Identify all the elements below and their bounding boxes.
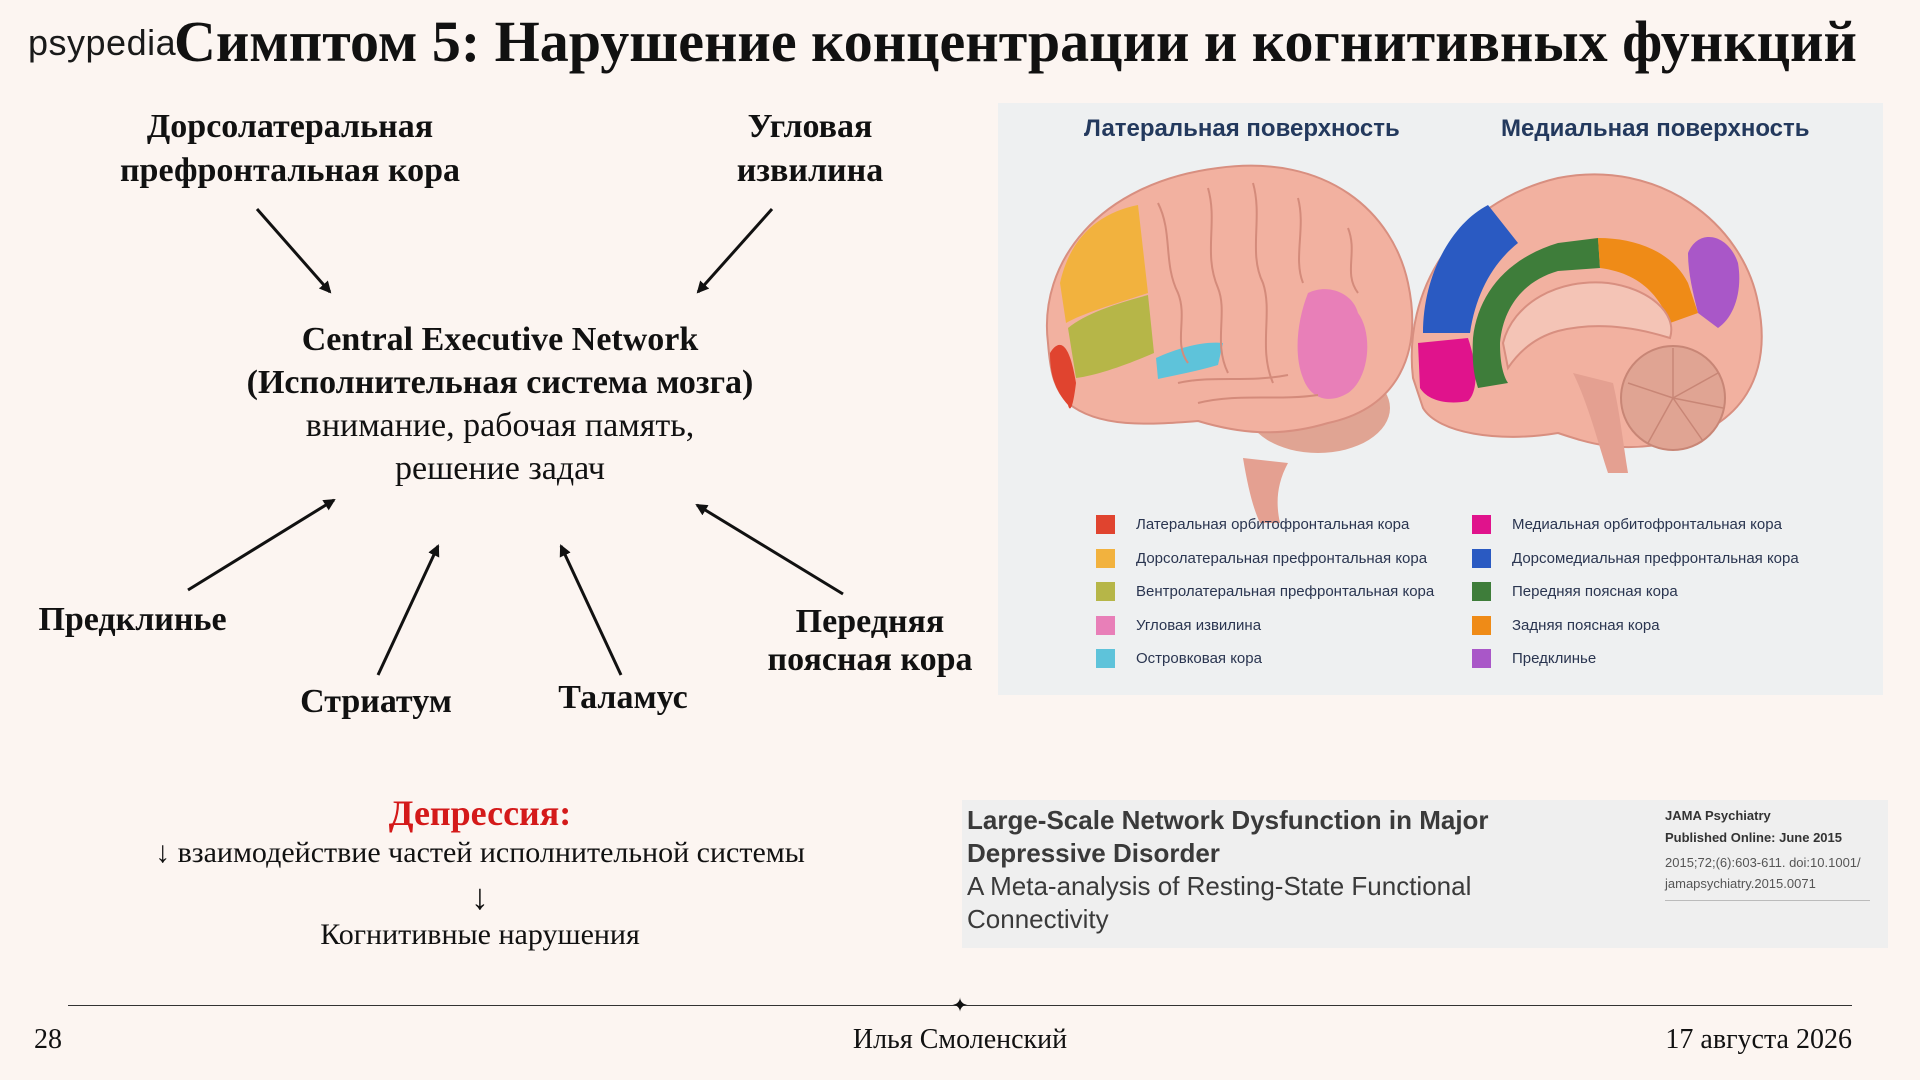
- node-striatum: Стриатум: [300, 683, 452, 720]
- node-angular-line2: извилина: [736, 152, 884, 189]
- legend-item: Дорсомедиальная префронтальная кора: [1472, 542, 1799, 576]
- paper-published: Published Online: June 2015: [1665, 830, 1842, 845]
- legend-swatch: [1472, 582, 1491, 602]
- node-anterior-cingulate: Передняя поясная кора: [750, 603, 990, 679]
- footer-star-icon: ✦: [951, 995, 969, 1017]
- cen-functions-2: решение задач: [395, 450, 605, 487]
- depression-arrow: ↓: [471, 877, 489, 917]
- legend-label: Дорсолатеральная префронтальная кора: [1136, 549, 1428, 567]
- legend-item: Латеральная орбитофронтальная кора: [1096, 508, 1434, 542]
- central-executive-network: Central Executive Network (Исполнительна…: [190, 318, 810, 490]
- legend-item: Передняя поясная кора: [1472, 575, 1799, 609]
- page-title: Симптом 5: Нарушение концентрации и когн…: [174, 9, 1857, 74]
- arrow-dlpfc: [255, 208, 332, 294]
- cen-name-en: Central Executive Network: [301, 321, 699, 358]
- depression-line-2: Когнитивные нарушения: [320, 918, 640, 951]
- legend-swatch: [1472, 615, 1491, 635]
- legend-item: Островковая кора: [1096, 642, 1434, 676]
- node-angular-line1: Угловая: [747, 108, 873, 145]
- medial-surface-heading: Медиальная поверхность: [1501, 115, 1810, 142]
- depression-title: Депрессия:: [388, 793, 572, 833]
- node-precuneus: Предклинье: [38, 601, 227, 638]
- legend-swatch: [1472, 515, 1491, 535]
- legend-swatch: [1096, 515, 1115, 535]
- arrow-precuneus: [187, 498, 336, 592]
- medial-brain-image: [1410, 173, 1763, 473]
- node-acc-line2: поясная кора: [767, 641, 973, 678]
- legend-item: Дорсолатеральная префронтальная кора: [1096, 542, 1434, 576]
- footer-date: 17 августа 2026: [1665, 1024, 1852, 1055]
- legend-item: Вентролатеральная префронтальная кора: [1096, 575, 1434, 609]
- legend-label: Медиальная орбитофронтальная кора: [1512, 516, 1782, 534]
- arrow-layer: [187, 208, 844, 676]
- legend-label: Задняя поясная кора: [1512, 616, 1660, 634]
- node-dlpfc-line1: Дорсолатеральная: [146, 108, 434, 145]
- lateral-brain-image: [1045, 164, 1414, 523]
- depression-line-1: ↓ взаимодействие частей исполнительной с…: [155, 836, 805, 869]
- footer-author: Илья Смоленский: [852, 1024, 1068, 1055]
- paper-title: Large-Scale Network Dysfunction in Major…: [967, 805, 1489, 868]
- cen-functions-1: внимание, рабочая память,: [305, 407, 695, 444]
- legend-swatch: [1096, 649, 1115, 669]
- legend-item: Медиальная орбитофронтальная кора: [1472, 508, 1799, 542]
- arrow-acc: [695, 503, 844, 596]
- node-dlpfc-line2: префронтальная кора: [119, 152, 461, 189]
- node-thalamus: Таламус: [558, 679, 688, 716]
- paper-reference: Large-Scale Network Dysfunction in Major…: [962, 800, 1888, 948]
- paper-subtitle: A Meta-analysis of Resting-State Functio…: [967, 871, 1472, 934]
- paper-divider: [1665, 900, 1870, 901]
- paper-journal: JAMA Psychiatry: [1665, 808, 1771, 823]
- paper-citation: 2015;72;(6):603-611. doi:10.1001/ jamaps…: [1665, 855, 1861, 891]
- arrow-angular: [696, 208, 774, 294]
- legend-item: Угловая извилина: [1096, 609, 1434, 643]
- lateral-surface-heading: Латеральная поверхность: [1084, 115, 1400, 142]
- footer-divider: [68, 1005, 1852, 1006]
- node-acc-line1: Передняя: [795, 603, 945, 640]
- legend-medial: Медиальная орбитофронтальная кора Дорсом…: [1472, 508, 1799, 676]
- arrow-thalamus: [559, 544, 623, 676]
- legend-label: Вентролатеральная префронтальная кора: [1136, 583, 1435, 601]
- node-dlpfc: Дорсолатеральная префронтальная кора: [90, 105, 490, 193]
- node-angular-gyrus: Угловая извилина: [660, 105, 960, 193]
- legend-lateral: Латеральная орбитофронтальная кора Дорсо…: [1096, 508, 1434, 676]
- legend-item: Предклинье: [1472, 642, 1799, 676]
- legend-swatch: [1472, 548, 1491, 568]
- legend-label: Угловая извилина: [1136, 616, 1262, 634]
- legend-swatch: [1472, 649, 1491, 669]
- logo: psypedia: [28, 22, 177, 63]
- page-number: 28: [34, 1024, 62, 1055]
- legend-label: Островковая кора: [1136, 650, 1262, 668]
- legend-swatch: [1096, 548, 1115, 568]
- legend-item: Задняя поясная кора: [1472, 609, 1799, 643]
- brain-illustration: [1045, 164, 1763, 523]
- legend-label: Предклинье: [1512, 650, 1597, 668]
- legend-label: Латеральная орбитофронтальная кора: [1136, 516, 1410, 534]
- brain-figure: Латеральная поверхность Медиальная повер…: [998, 103, 1883, 695]
- legend-label: Дорсомедиальная префронтальная кора: [1512, 549, 1799, 567]
- arrow-striatum: [376, 544, 440, 676]
- legend-swatch: [1096, 615, 1115, 635]
- legend-swatch: [1096, 582, 1115, 602]
- legend-label: Передняя поясная кора: [1512, 583, 1678, 601]
- cen-name-ru: (Исполнительная система мозга): [246, 364, 754, 401]
